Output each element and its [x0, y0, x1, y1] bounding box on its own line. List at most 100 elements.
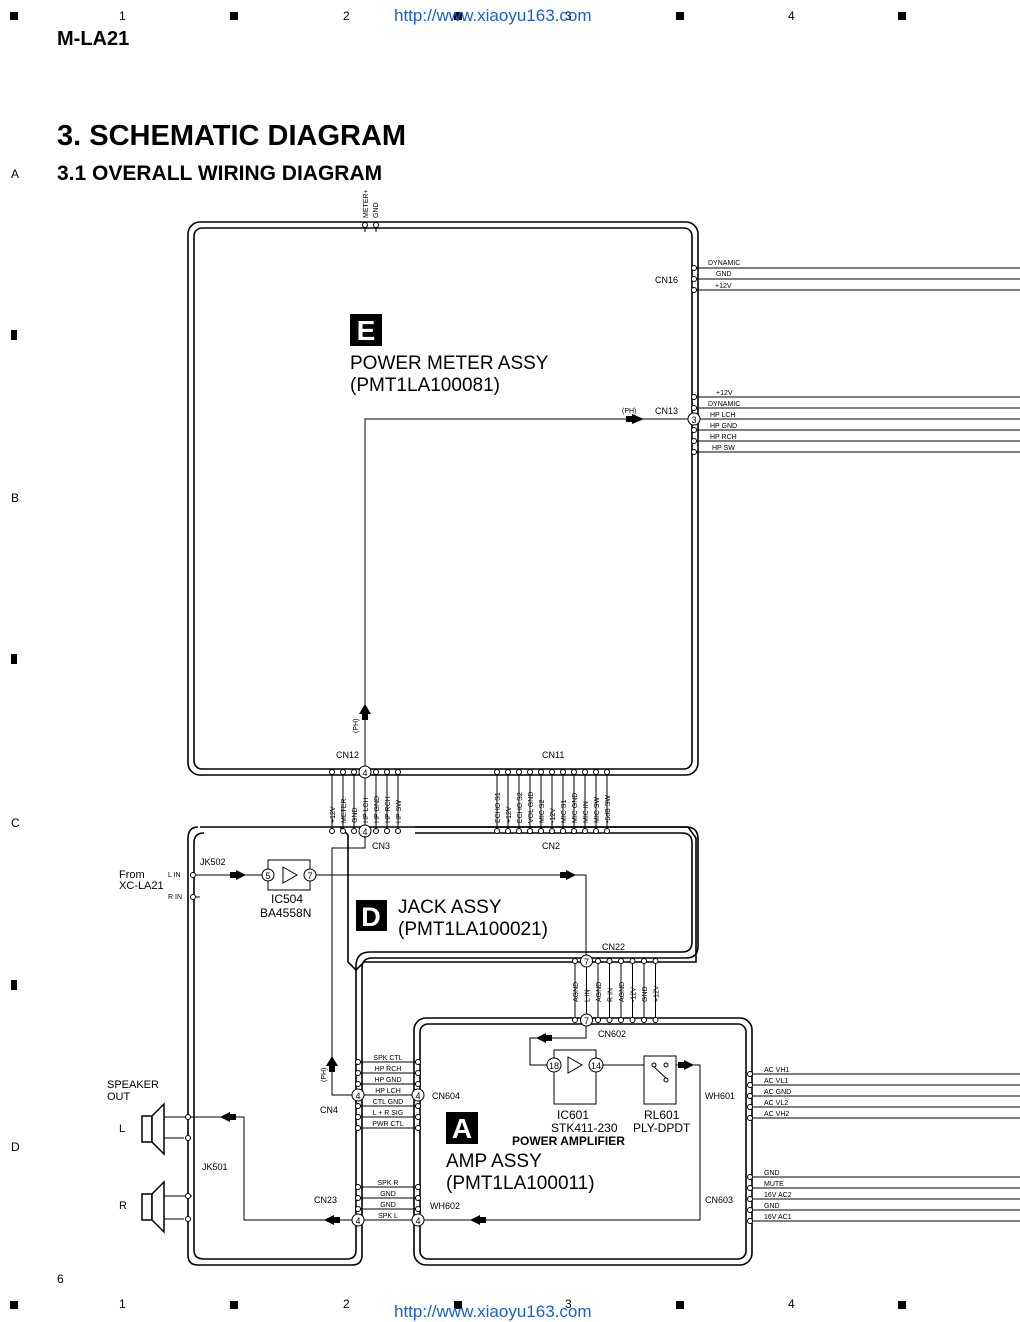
speaker-r-label: R — [119, 1200, 127, 1212]
pin — [692, 395, 697, 400]
ph-label: (PH) — [353, 719, 360, 733]
pin — [191, 873, 196, 878]
pin — [352, 829, 357, 834]
pin — [605, 770, 610, 775]
pin-number: 7 — [584, 1016, 589, 1026]
speaker-out-label: SPEAKER — [107, 1079, 159, 1091]
pin — [748, 1105, 753, 1110]
pin — [416, 1104, 421, 1109]
cn23-label: CN23 — [314, 1195, 337, 1205]
pin — [416, 1196, 421, 1201]
connector-pin-label: GND — [764, 1203, 780, 1210]
pin — [416, 1185, 421, 1190]
pin — [356, 1115, 361, 1120]
pin — [186, 1194, 191, 1199]
jk501-label: JK501 — [202, 1162, 228, 1172]
cn16-pin: +12V — [715, 283, 732, 290]
pin-number: 4 — [355, 1216, 360, 1226]
pin-number: 4 — [355, 1091, 360, 1101]
cn22-label: CN22 — [602, 942, 625, 952]
board-e-outline — [188, 222, 698, 775]
connector-pin-label: SPK R — [377, 1180, 398, 1187]
wh602-label: WH602 — [430, 1201, 460, 1211]
pin — [572, 829, 577, 834]
pin — [748, 1219, 753, 1224]
pin-number: 4 — [415, 1216, 420, 1226]
connector-pin-label: SPK L — [378, 1213, 398, 1220]
pin — [550, 770, 555, 775]
pin — [356, 1060, 361, 1065]
arrow-tail — [478, 1217, 486, 1223]
pin — [517, 829, 522, 834]
speaker-l-label: L — [119, 1123, 125, 1135]
cn4-label: CN4 — [320, 1105, 338, 1115]
header-pin-label: -6dB SW — [605, 795, 612, 823]
pin — [642, 959, 647, 964]
header-pin-label: MIC S2 — [539, 800, 546, 823]
pin — [374, 770, 379, 775]
pin — [374, 829, 379, 834]
cn13-pin: DYNAMIC — [708, 401, 740, 408]
meter-pin-label: METER+ — [363, 189, 370, 218]
cn602-label: CN602 — [598, 1029, 626, 1039]
board-d-outline-path — [188, 827, 698, 1265]
ic601-function: POWER AMPLIFIER — [512, 1134, 625, 1148]
ph-label: (PH) — [622, 408, 636, 415]
cn604-label: CN604 — [432, 1091, 460, 1101]
cn603-label: CN603 — [705, 1195, 733, 1205]
header-pin-label: VOL GND — [528, 792, 535, 823]
header-pin-label: MIC GND — [572, 793, 579, 823]
pin — [692, 450, 697, 455]
rl601-box — [644, 1056, 676, 1104]
pin — [594, 829, 599, 834]
rl601-label: RL601 — [644, 1108, 680, 1122]
cn12-label: CN12 — [336, 750, 359, 760]
pin-number: 7 — [584, 957, 589, 967]
pin — [619, 1018, 624, 1023]
header-pin-label: AGND — [573, 982, 580, 1002]
cn13-pin: HP RCH — [710, 434, 737, 441]
header-pin-label: AGND — [619, 982, 626, 1002]
header-pin-label: MIC IN — [583, 801, 590, 823]
lin-label: L IN — [168, 872, 181, 879]
pin — [748, 1186, 753, 1191]
pin — [607, 1018, 612, 1023]
connector-pin-label: 16V AC2 — [764, 1192, 792, 1199]
pin — [573, 959, 578, 964]
pin — [596, 959, 601, 964]
pin — [539, 770, 544, 775]
pin — [692, 406, 697, 411]
assy-a-part: (PMT1LA100011) — [446, 1173, 595, 1194]
header-pin-label: METER — [341, 799, 348, 824]
pin — [416, 1115, 421, 1120]
pin — [385, 770, 390, 775]
pin — [330, 770, 335, 775]
pin — [517, 770, 522, 775]
pin — [561, 770, 566, 775]
pin — [583, 770, 588, 775]
speaker-out-label-2: OUT — [107, 1091, 131, 1103]
pin — [356, 1082, 361, 1087]
header-pin-label: HP LCH — [363, 797, 370, 823]
header-pin-label: AGND — [596, 982, 603, 1002]
cn3-label: CN3 — [372, 841, 390, 851]
connector-pin-label: PWR CTL — [372, 1121, 404, 1128]
pin — [416, 1060, 421, 1065]
connector-pin-label: L + R SIG — [373, 1110, 404, 1117]
arrow-tail — [626, 416, 634, 422]
assy-d-name: JACK ASSY — [398, 897, 502, 918]
header-pin-label: HP SW — [396, 800, 403, 823]
pin — [495, 770, 500, 775]
header-pin-label: ECHO S2 — [517, 792, 524, 823]
pin — [573, 1018, 578, 1023]
assy-a-name: AMP ASSY — [446, 1151, 542, 1172]
connector-pin-label: AC VL1 — [764, 1078, 788, 1085]
connector-pin-label: GND — [380, 1202, 396, 1209]
cn13-label: CN13 — [655, 406, 678, 416]
pin — [363, 223, 368, 228]
header-pin-label: -12V — [550, 808, 557, 823]
arrow-tail — [678, 1062, 686, 1068]
pin — [607, 959, 612, 964]
pin — [619, 959, 624, 964]
arrow-tail — [228, 1114, 236, 1120]
